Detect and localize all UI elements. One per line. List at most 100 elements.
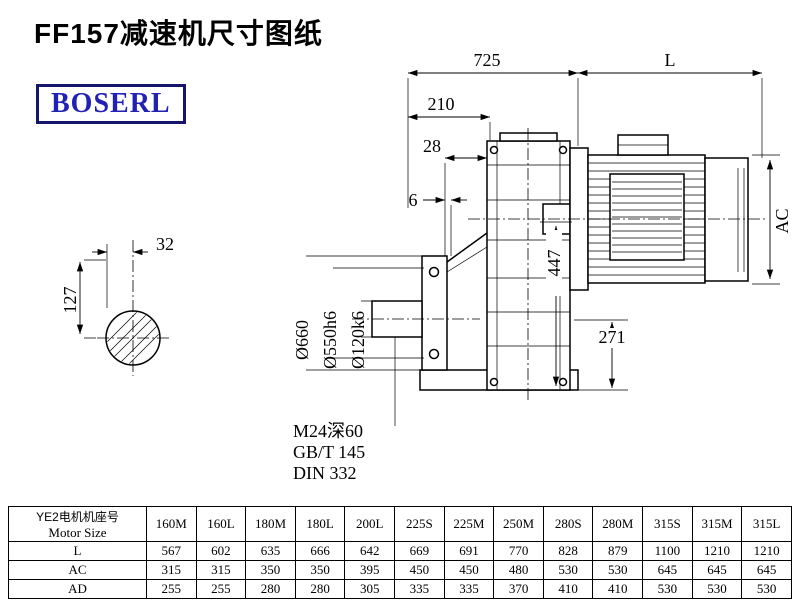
ext-line-127 [84,259,106,339]
table-cell: 770 [493,541,544,561]
dim-210: 210 [428,94,455,114]
table-cell: 691 [443,541,495,561]
table-cell: 335 [443,579,495,599]
table-cell: 645 [691,560,743,580]
table-cell: 602 [195,541,247,561]
column-header: 315M [691,506,743,542]
table-cell: 255 [195,579,247,599]
column-header: 180M [245,506,296,542]
column-header: 200L [344,506,396,542]
table-cell: 666 [294,541,346,561]
table-row-AC: AC 315 315 350 350 395 450 450 480 530 5… [8,560,792,580]
column-header: 225M [443,506,495,542]
table-cell: 530 [542,560,594,580]
column-header: 280M [592,506,644,542]
table-cell: 645 [642,560,693,580]
table-cell: 315 [195,560,247,580]
row-label: L [8,541,147,561]
table-cell: 410 [542,579,594,599]
brand-logo-text: BOSERL [51,88,171,119]
motor [569,134,749,291]
table-cell: 530 [691,579,743,599]
table-cell: 255 [146,579,197,599]
table-cell: 480 [493,560,544,580]
top-dimensions: 725 L 210 28 6 [407,50,763,256]
vertical-dimensions: AC 447 271 [540,154,792,391]
fan-grille [737,168,745,272]
table-cell: 280 [294,579,346,599]
centerlines [352,128,768,400]
dim-28: 28 [423,136,441,156]
row-label: AC [8,560,147,580]
dim-dia550: Ø550h6 [320,311,340,369]
table-cell: 335 [394,579,445,599]
table-cell: 395 [344,560,396,580]
table-header-en: Motor Size [48,524,107,540]
dim-32: 32 [156,234,174,254]
dim-AC: AC [772,208,792,233]
table-cell: 280 [245,579,296,599]
column-header: 250M [493,506,544,542]
motor-center-fins [612,181,682,253]
gearbox-top-cap [499,132,558,142]
row-label: AD [8,579,147,599]
column-header: 225S [394,506,445,542]
table-cell: 350 [245,560,296,580]
diameter-callouts: Ø660 Ø550h6 Ø120k6 [292,255,424,426]
note-gb-standard: GB/T 145 [293,442,365,462]
housing-bolt [489,377,499,387]
housing-bolt [489,145,499,155]
table-cell: 669 [394,541,445,561]
column-header: 160L [195,506,247,542]
dim-725: 725 [474,50,501,70]
dim-127: 127 [60,287,80,314]
dim-447: 447 [544,250,564,277]
dim-L: L [665,50,676,70]
table-row-L: L 567 602 635 666 642 669 691 770 828 87… [8,541,792,561]
gearbox-internal-lines [487,141,570,390]
table-cell: 315 [146,560,197,580]
flange-bolt-hole [428,348,440,360]
table-cell: 879 [592,541,644,561]
column-header: 315S [642,506,693,542]
column-header: 180L [294,506,346,542]
bell-slant [446,232,488,263]
table-cell: 567 [146,541,197,561]
brand-logo: BOSERL [36,84,186,124]
housing-bolt [558,377,568,387]
dim-271: 271 [599,327,626,347]
fan-cover [704,157,749,282]
table-cell: 350 [294,560,346,580]
table-header-row: YE2电机机座号 Motor Size 160M 160L 180M 180L … [8,506,792,542]
table-cell: 645 [741,560,792,580]
dim-6: 6 [409,190,418,210]
table-cell: 450 [394,560,445,580]
shaft-end-notes: M24深60 GB/T 145 DIN 332 [293,421,365,483]
table-cell: 530 [642,579,693,599]
table-cell: 530 [592,560,644,580]
table-cell: 410 [592,579,644,599]
table-cell: 1210 [741,541,792,561]
column-header: 280S [542,506,594,542]
table-cell: 828 [542,541,594,561]
table-row-AD: AD 255 255 280 280 305 335 335 370 410 4… [8,579,792,599]
column-header: 160M [146,506,197,542]
note-din-standard: DIN 332 [293,463,357,483]
table-cell: 450 [443,560,495,580]
table-cell: 642 [344,541,396,561]
table-header-motor-size: YE2电机机座号 Motor Size [8,506,147,542]
table-cell: 1210 [691,541,743,561]
table-cell: 635 [245,541,296,561]
dimension-drawing: 32 127 [60,50,792,483]
housing-bolt [558,145,568,155]
dim-dia120: Ø120k6 [348,311,368,369]
note-thread: M24深60 [293,421,363,441]
table-cell: 305 [344,579,396,599]
flange-bolt-hole [428,266,440,278]
motor-size-table: YE2电机机座号 Motor Size 160M 160L 180M 180L … [8,506,792,599]
table-cell: 370 [493,579,544,599]
page-title: FF157减速机尺寸图纸 [34,18,323,49]
table-cell: 530 [741,579,792,599]
shaft-centerlines [97,240,169,376]
